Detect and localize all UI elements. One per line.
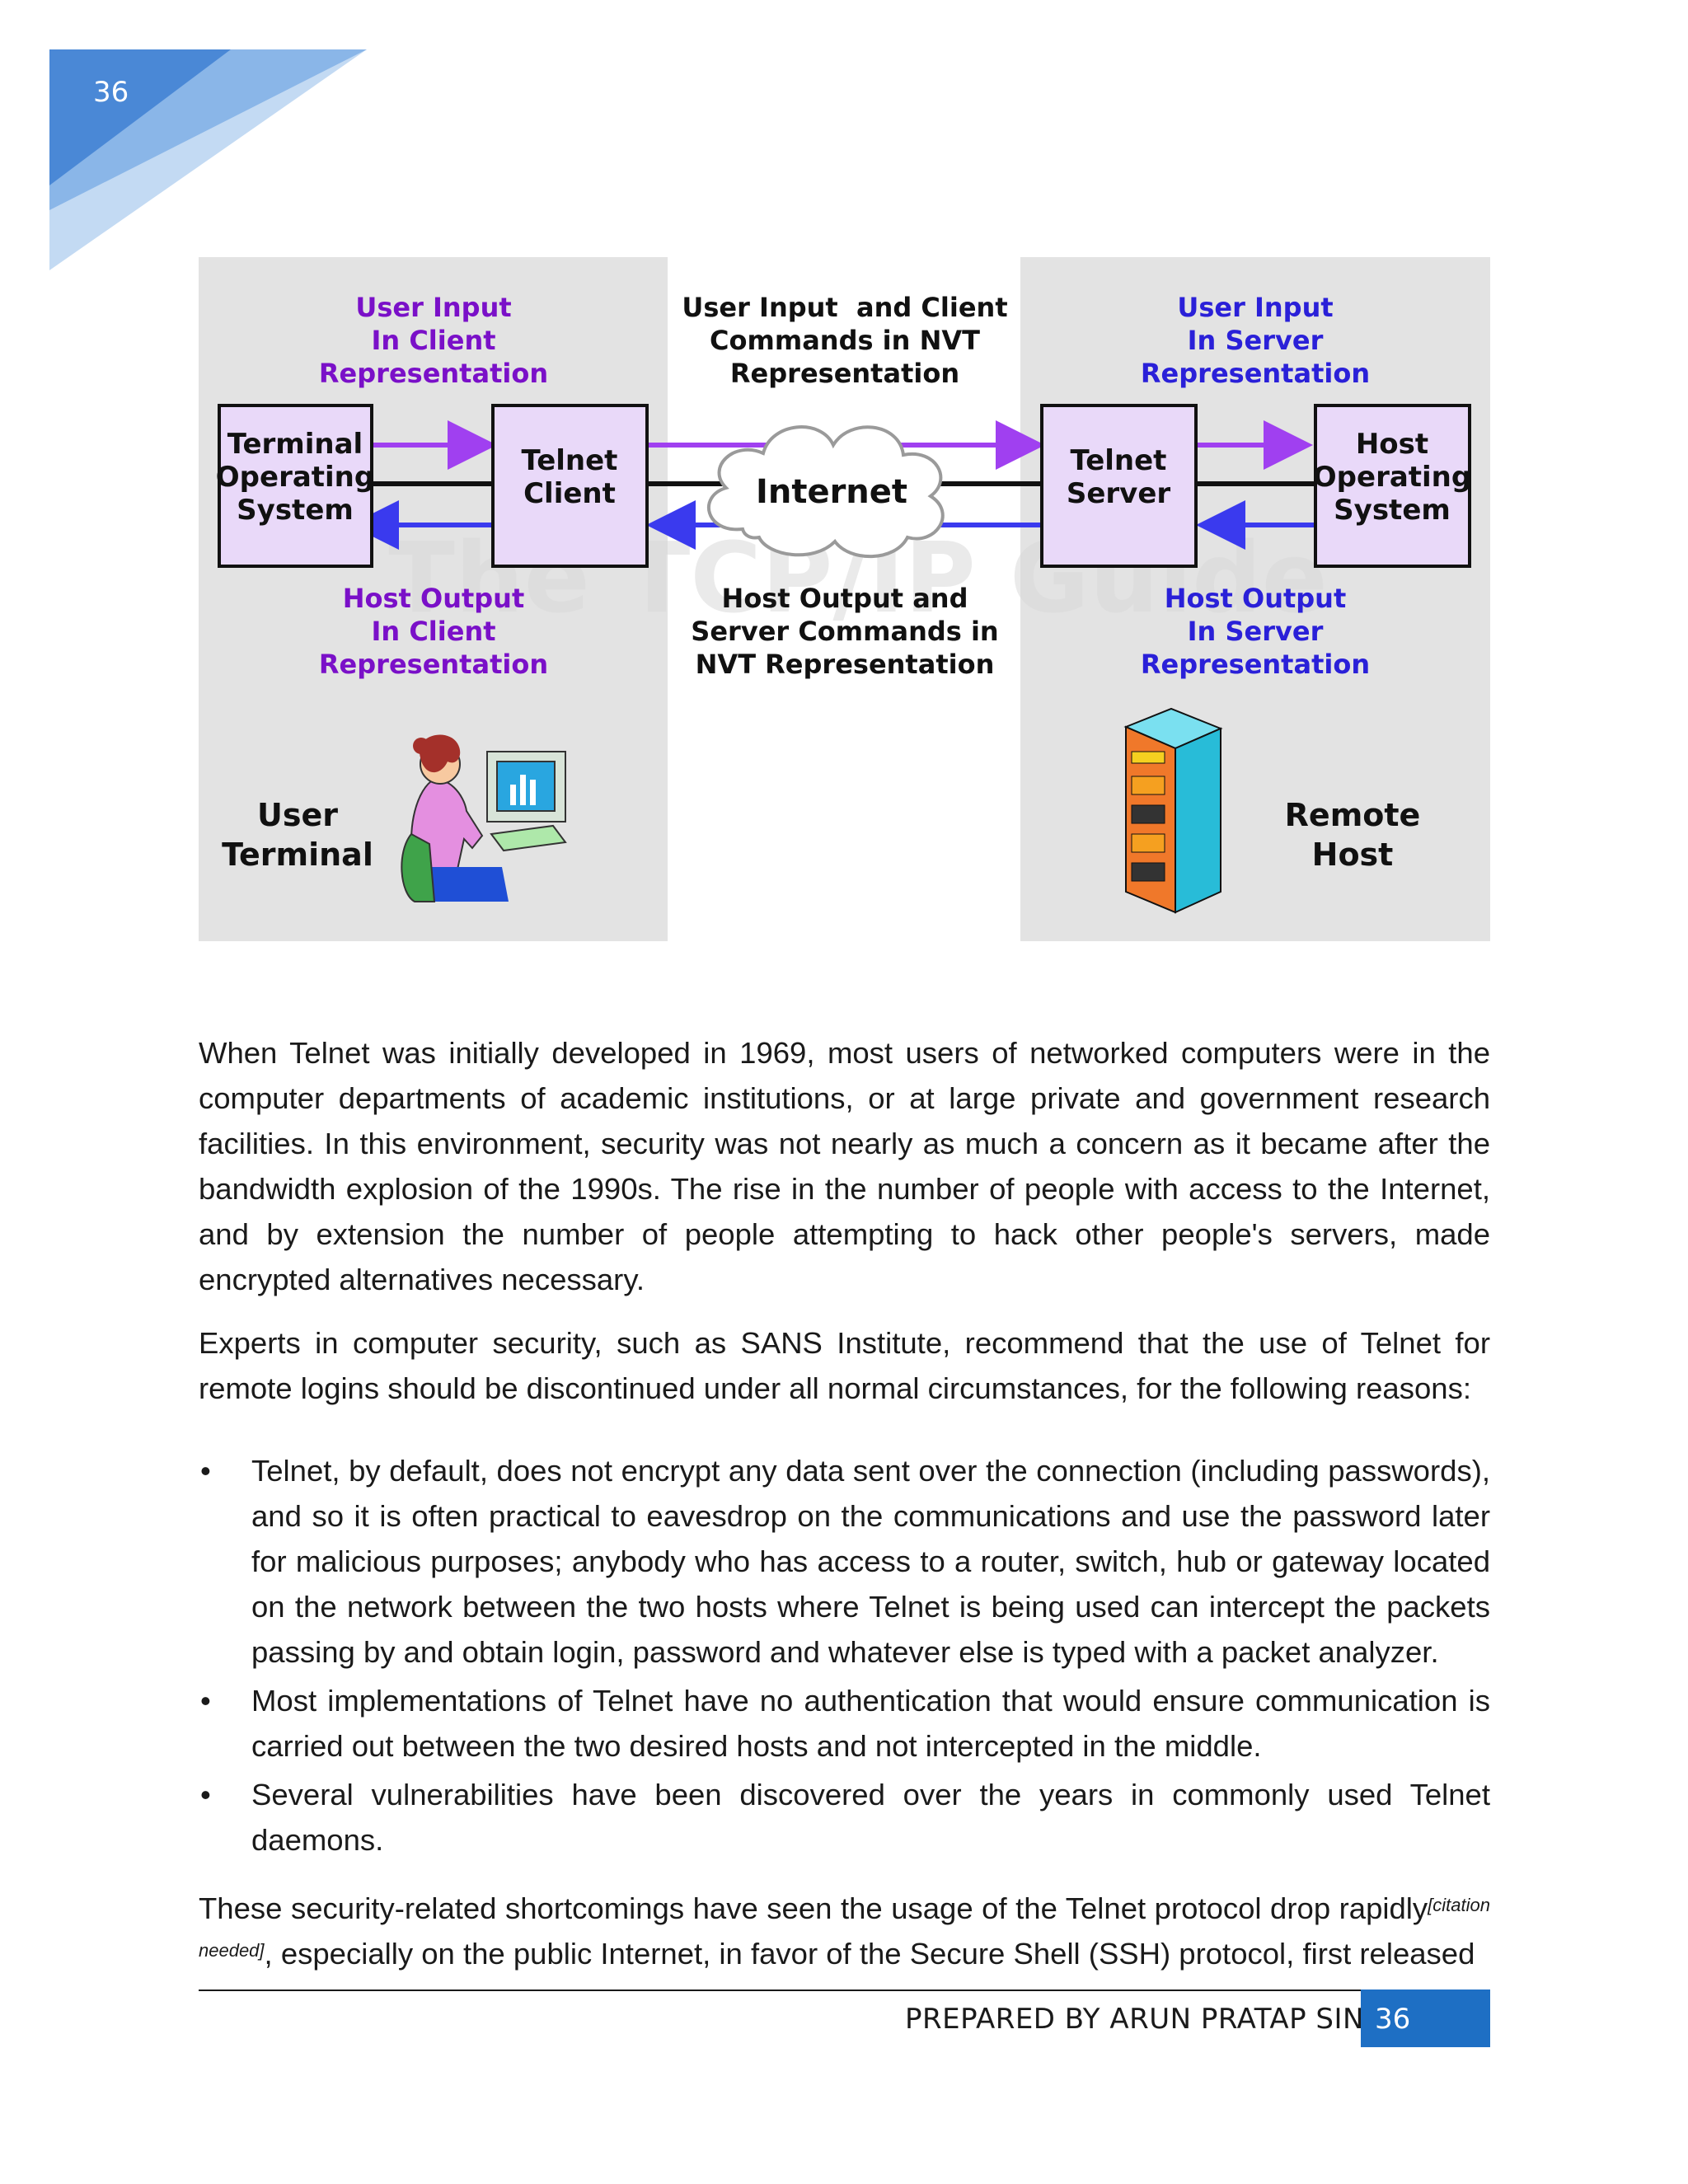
server-output-caption-1: Host Output [1165, 583, 1347, 614]
footer-page-number: 36 [1375, 2003, 1411, 2036]
terminal-os-label-2: Operating [216, 461, 374, 494]
telnet-client-label-1: Telnet [522, 444, 618, 477]
paragraph-1: When Telnet was initially developed in 1… [199, 1036, 1490, 1296]
citation-needed-link[interactable]: [citation needed] [199, 1895, 1490, 1961]
client-input-caption-3: Representation [319, 358, 548, 389]
server-panel [1020, 257, 1490, 941]
footer-author: PREPARED BY ARUN PRATAP SINGH [905, 2003, 1408, 2036]
internet-cloud: Internet [706, 425, 945, 559]
nvt-input-caption-2: Commands in NVT [710, 325, 980, 356]
list-item: •Most implementations of Telnet have no … [199, 1678, 1490, 1769]
server-output-caption-2: In Server [1188, 616, 1324, 647]
server-input-caption-1: User Input [1177, 292, 1333, 323]
user-illustration [401, 734, 567, 902]
telnet-server-label-2: Server [1067, 477, 1171, 510]
bullet-icon: • [200, 1778, 211, 1811]
server-illustration [1123, 707, 1223, 914]
server-input-caption-2: In Server [1188, 325, 1324, 356]
bullet-icon: • [200, 1684, 211, 1718]
reasons-list: •Telnet, by default, does not encrypt an… [199, 1448, 1490, 1866]
nvt-output-caption-3: NVT Representation [696, 649, 995, 680]
host-os-label-3: System [1334, 494, 1451, 527]
user-terminal-label-2: Terminal [222, 837, 373, 873]
host-os-label-2: Operating [1313, 461, 1471, 494]
terminal-os-label-1: Terminal [227, 428, 363, 461]
telnet-diagram: The TCP/IP Guide User Input In Client Re… [199, 257, 1490, 941]
client-output-caption-1: Host Output [343, 583, 525, 614]
bullet-icon: • [200, 1454, 211, 1488]
terminal-os-box [218, 404, 373, 568]
host-os-label-1: Host [1356, 428, 1428, 461]
user-terminal-label-1: User [257, 797, 338, 833]
nvt-output-caption-1: Host Output and [722, 583, 968, 614]
internet-label: Internet [756, 473, 907, 511]
header-page-number: 36 [93, 76, 129, 109]
list-item: •Several vulnerabilities have been disco… [199, 1772, 1490, 1863]
remote-host-label-1: Remote [1285, 797, 1421, 833]
nvt-input-caption-1: User Input and Client [682, 292, 1007, 323]
nvt-input-caption-3: Representation [730, 358, 959, 389]
server-input-caption-3: Representation [1141, 358, 1370, 389]
paragraph-3: These security-related shortcomings have… [199, 1891, 1490, 1971]
client-output-caption-3: Representation [319, 649, 548, 680]
telnet-client-box [491, 404, 649, 568]
client-input-caption-1: User Input [355, 292, 511, 323]
nvt-output-caption-2: Server Commands in [691, 616, 998, 647]
terminal-os-label-3: System [237, 494, 354, 527]
server-output-caption-3: Representation [1141, 649, 1370, 680]
footer-page-box [1361, 1990, 1490, 2047]
list-item: •Telnet, by default, does not encrypt an… [199, 1448, 1490, 1675]
telnet-server-label-1: Telnet [1071, 444, 1167, 477]
paragraph-2: Experts in computer security, such as SA… [199, 1326, 1490, 1405]
client-output-caption-2: In Client [371, 616, 495, 647]
footer-divider [199, 1990, 1490, 1991]
telnet-server-box [1040, 404, 1198, 568]
corner-decoration [49, 49, 367, 270]
telnet-client-label-2: Client [523, 477, 616, 510]
host-os-box [1314, 404, 1471, 568]
client-input-caption-2: In Client [371, 325, 495, 356]
remote-host-label-2: Host [1312, 837, 1394, 873]
